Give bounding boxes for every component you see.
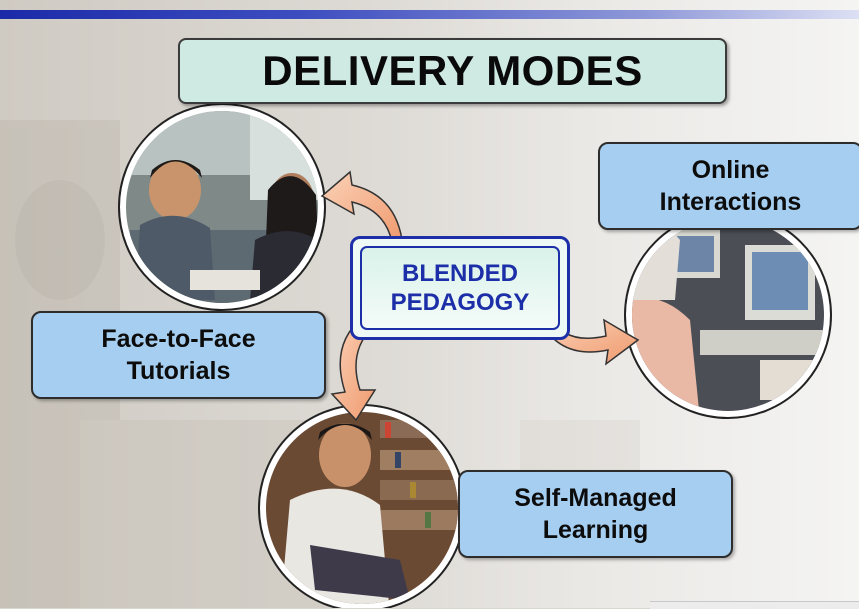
online-photo <box>624 211 832 419</box>
title-banner: DELIVERY MODES <box>178 38 727 104</box>
online-interactions-label: Online Interactions <box>598 142 859 230</box>
top-accent-bar <box>0 10 859 19</box>
center-node: BLENDED PEDAGOGY <box>350 236 570 340</box>
page-title: DELIVERY MODES <box>262 47 643 94</box>
face-to-face-photo <box>118 103 326 311</box>
self-managed-photo <box>258 404 466 608</box>
center-node-label: BLENDED PEDAGOGY <box>360 246 560 330</box>
face-to-face-tutorials-label: Face-to-Face Tutorials <box>31 311 326 399</box>
arrow-to-self-managed <box>330 316 377 422</box>
arrow-to-face-to-face <box>320 170 403 243</box>
self-managed-learning-label: Self-Managed Learning <box>458 470 733 558</box>
footer-strip <box>650 601 859 609</box>
